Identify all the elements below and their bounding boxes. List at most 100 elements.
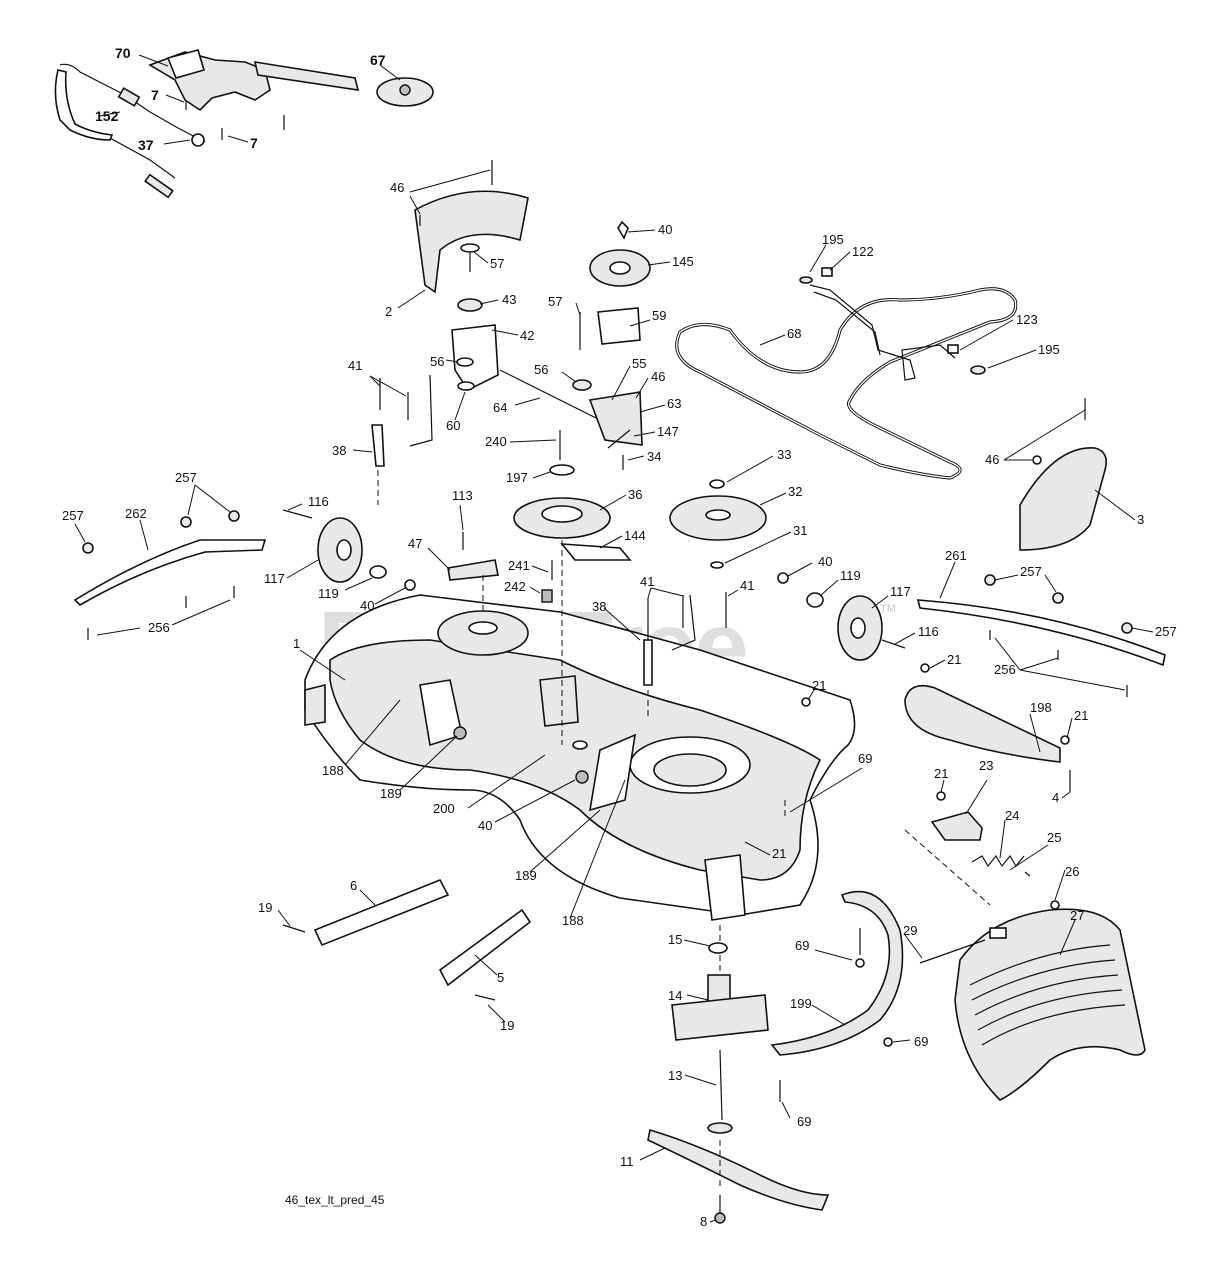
callout: 119	[840, 568, 861, 583]
callout: 67	[370, 52, 386, 68]
callout: 41	[640, 574, 654, 589]
idler-arm-63	[588, 391, 643, 446]
callout: 6	[350, 878, 357, 893]
callout: 123	[1016, 312, 1038, 327]
link-rod	[409, 374, 433, 447]
arm-144	[560, 543, 632, 561]
callout: 241	[508, 558, 530, 573]
bolt-46d	[1032, 455, 1042, 465]
idler-arm-assembly	[447, 220, 651, 603]
plate-38b	[643, 639, 653, 686]
clip-123	[947, 344, 959, 354]
callout: 38	[332, 443, 346, 458]
callout: 21	[947, 652, 961, 667]
callout: 7	[151, 87, 159, 103]
callout: 34	[647, 449, 661, 464]
bolt-19b	[474, 994, 496, 1001]
spindle-assembly	[671, 942, 769, 1134]
callout: 57	[490, 256, 504, 271]
key-31	[710, 561, 724, 569]
nut-37	[191, 133, 205, 147]
mounting-plate-70	[166, 49, 205, 79]
callout: 15	[668, 932, 682, 947]
callout: 240	[485, 434, 507, 449]
drawing-reference-code: 46_tex_lt_pred_45	[285, 1193, 385, 1207]
callout: 40	[478, 818, 492, 833]
callout: 68	[787, 326, 801, 341]
callout: 13	[668, 1068, 682, 1083]
callout: 188	[562, 913, 584, 928]
callout: 7	[250, 135, 258, 151]
callout: 256	[148, 620, 170, 635]
callout: 21	[772, 846, 786, 861]
drive-belt-68	[675, 287, 1018, 480]
bolt-116b	[881, 639, 906, 649]
clip-122	[821, 267, 833, 277]
washer-200	[572, 740, 588, 750]
callout: 46	[651, 369, 665, 384]
nut-26	[1050, 900, 1060, 910]
bolt-head-57	[460, 243, 480, 253]
callout: 56	[430, 354, 444, 369]
callout: 197	[506, 470, 528, 485]
deflector-band	[770, 890, 904, 1056]
callout: 59	[652, 308, 666, 323]
callout: 4	[1052, 790, 1059, 805]
discharge-chute-27	[919, 900, 1146, 1101]
callout: 29	[903, 923, 917, 938]
callout: 40	[818, 554, 832, 569]
callout: 200	[433, 801, 455, 816]
bracket-200	[539, 675, 579, 727]
washer-15	[708, 942, 728, 954]
bolt-19a	[282, 924, 306, 933]
belt-cover-3	[1019, 398, 1108, 551]
washer-197	[549, 464, 575, 476]
rear-bracket	[704, 854, 746, 921]
spindle-shaft-13	[719, 1049, 723, 1121]
nut-40d	[575, 770, 589, 784]
callout: 25	[1047, 830, 1061, 845]
nut-257b	[180, 516, 192, 528]
control-cable	[59, 63, 206, 143]
guide-rod-2	[813, 291, 881, 356]
callout: 257	[62, 508, 84, 523]
spring-24	[971, 854, 1025, 868]
center-linkage	[643, 592, 727, 686]
callout: 33	[777, 447, 791, 462]
nut-257d	[984, 574, 996, 586]
bolt-116a	[282, 509, 313, 519]
callout: 5	[497, 970, 504, 985]
callout: 27	[1070, 908, 1084, 923]
callout: 147	[657, 424, 679, 439]
callout: 3	[1137, 512, 1144, 527]
callout: 8	[700, 1214, 707, 1229]
callout: 46	[985, 452, 999, 467]
callout: 117	[264, 571, 285, 586]
wheel-117a-hub	[336, 539, 352, 561]
callout: 116	[918, 624, 939, 639]
rod-29	[919, 939, 986, 964]
nut-242	[541, 589, 553, 603]
callout: 116	[308, 494, 329, 509]
cover-shield	[1019, 447, 1108, 551]
grip-screw	[399, 84, 411, 96]
callout: 261	[945, 548, 967, 563]
baffle-plate	[904, 684, 1061, 763]
callout: 119	[318, 586, 339, 601]
callout: 199	[790, 996, 812, 1011]
idler-bracket-42	[451, 324, 499, 392]
belt-guard-2	[414, 160, 529, 294]
callout: 145	[672, 254, 694, 269]
bolt-195b	[970, 365, 986, 375]
callout: 55	[632, 356, 646, 371]
leader-lines	[74, 54, 1154, 1223]
callout: 57	[548, 294, 562, 309]
assembly-lines	[377, 470, 786, 1190]
callout: 70	[115, 45, 131, 61]
hanger-5	[438, 908, 532, 987]
nut-257f	[1121, 622, 1133, 634]
stabilizer-bar-261	[916, 574, 1166, 697]
blade-11	[647, 1128, 830, 1211]
callout: 31	[793, 523, 807, 538]
